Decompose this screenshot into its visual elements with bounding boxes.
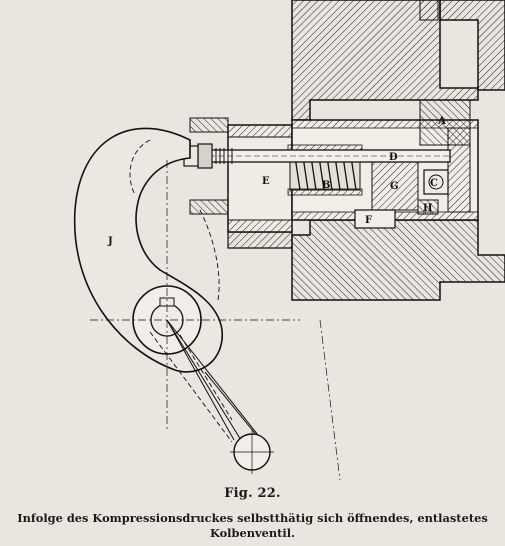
lower-housing <box>227 219 505 301</box>
valve-diagram: A B C D E F G H J <box>73 0 505 480</box>
valve-stem <box>183 143 451 169</box>
figure-number: Fig. 22. <box>224 486 281 501</box>
label-d: D <box>389 152 398 163</box>
label-h: H <box>423 203 432 214</box>
figure-caption: Infolge des Kompressionsdruckes selbstth… <box>10 511 495 541</box>
center-lines <box>90 160 341 480</box>
label-e: E <box>262 176 270 187</box>
caption-line-2: Kolbenventil. <box>209 526 296 540</box>
label-b: B <box>322 180 330 191</box>
lever-alternate-position <box>129 139 233 443</box>
technical-drawing: A B C D E F G H J <box>73 0 505 480</box>
label-c: C <box>430 178 438 189</box>
port-f <box>354 209 396 229</box>
label-a: A <box>437 116 446 127</box>
label-j: J <box>107 236 113 247</box>
caption-line-1: Infolge des Kompressionsdruckes selbstth… <box>17 511 488 525</box>
label-f: F <box>365 215 372 226</box>
label-g: G <box>390 181 399 192</box>
upper-housing <box>291 0 505 121</box>
linkage-rods <box>166 319 263 459</box>
valve-body <box>189 117 293 233</box>
